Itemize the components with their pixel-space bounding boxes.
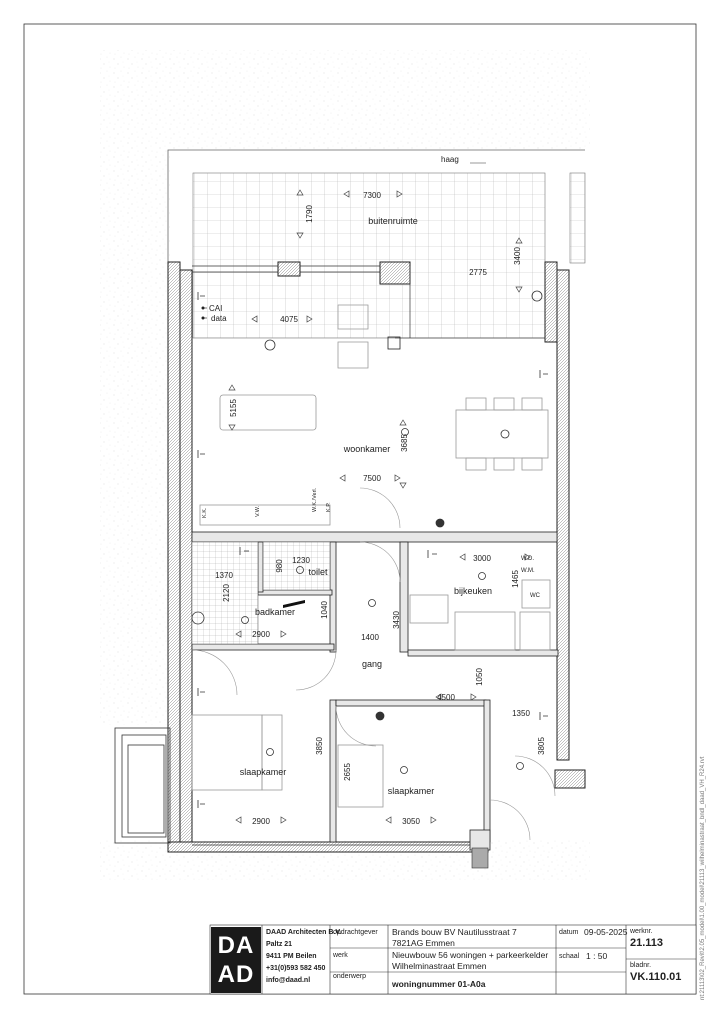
firm-email: info@daad.nl bbox=[266, 977, 311, 984]
dim-7300: 7300 bbox=[363, 191, 381, 200]
title-block-frame bbox=[209, 924, 697, 995]
sheet-label: bladnr. bbox=[630, 962, 652, 969]
client-line-2: 7821AG Emmen bbox=[392, 938, 455, 948]
job-number: 21.113 bbox=[630, 937, 664, 949]
dim-1350: 1350 bbox=[512, 709, 530, 718]
dim-7500: 7500 bbox=[363, 474, 381, 483]
date-label: datum bbox=[559, 929, 579, 936]
dim-3685: 3685 bbox=[400, 434, 409, 452]
label-data: data bbox=[211, 314, 227, 323]
room-label-badkamer: badkamer bbox=[255, 607, 295, 617]
work-label: werk bbox=[333, 952, 348, 959]
room-label-slaapkamer-1: slaapkamer bbox=[240, 767, 287, 777]
firm-name: DAAD Architecten B.V. bbox=[266, 929, 342, 936]
label-kk: K.K. bbox=[202, 507, 208, 518]
dim-3805: 3805 bbox=[537, 737, 546, 755]
dim-3050: 3050 bbox=[402, 817, 420, 826]
room-label-bijkeuken: bijkeuken bbox=[454, 586, 492, 596]
dim-1050: 1050 bbox=[475, 668, 484, 686]
date-value: 09-05-2025 bbox=[584, 927, 628, 937]
firm-address-1: Paltz 21 bbox=[266, 941, 293, 948]
label-vw: V.W. bbox=[255, 505, 261, 517]
light-fixtures bbox=[191, 290, 543, 774]
dim-1230: 1230 bbox=[292, 556, 310, 565]
client-line-1: Brands bouw BV Nautilusstraat 7 bbox=[392, 927, 517, 937]
dim-5155: 5155 bbox=[229, 399, 238, 417]
file-path-note: nt:21113\02_Revit\2.05_model\1.00_model\… bbox=[700, 756, 706, 1000]
dim-1370: 1370 bbox=[215, 571, 233, 580]
sheet-number: VK.110.01 bbox=[630, 971, 682, 983]
dim-3400: 3400 bbox=[513, 247, 522, 265]
label-wm: W.M. bbox=[521, 568, 535, 574]
client-label: opdrachtgever bbox=[333, 929, 378, 936]
subject-value: woningnummer 01-A0a bbox=[392, 979, 486, 989]
dim-3000: 3000 bbox=[473, 554, 491, 563]
dim-1040: 1040 bbox=[320, 601, 329, 619]
dim-4075: 4075 bbox=[280, 315, 298, 324]
exterior-walls bbox=[167, 261, 586, 853]
furniture bbox=[191, 304, 551, 808]
dim-4500: 4500 bbox=[437, 693, 455, 702]
work-line-2: Wilhelminastraat Emmen bbox=[392, 961, 487, 971]
job-label: werknr. bbox=[630, 928, 653, 935]
dim-980: 980 bbox=[275, 559, 284, 573]
terrace-tiles bbox=[192, 172, 546, 339]
firm-address-2: 9411 PM Beilen bbox=[266, 953, 317, 960]
work-line-1: Nieuwbouw 56 woningen + parkeerkelder bbox=[392, 950, 549, 960]
dim-1790: 1790 bbox=[305, 205, 314, 223]
dim-2900-bed: 2900 bbox=[252, 817, 270, 826]
dim-2900-bath: 2900 bbox=[252, 630, 270, 639]
dim-1465: 1465 bbox=[511, 570, 520, 588]
dim-3430: 3430 bbox=[392, 611, 401, 629]
scale-label: schaal bbox=[559, 953, 580, 960]
daad-logo: DA AD bbox=[211, 927, 261, 993]
scale-value: 1 : 50 bbox=[586, 951, 608, 961]
label-haag: haag bbox=[441, 155, 459, 164]
room-label-gang: gang bbox=[362, 659, 382, 669]
room-label-buitenruimte: buitenruimte bbox=[368, 216, 418, 226]
label-cai: CAI bbox=[209, 304, 222, 313]
dim-2120: 2120 bbox=[222, 584, 231, 602]
firm-phone: +31(0)593 582 450 bbox=[266, 965, 326, 972]
room-label-toilet: toilet bbox=[308, 567, 328, 577]
label-wk-verl: W.K./Verl. bbox=[312, 487, 318, 512]
label-kp: K.P. bbox=[326, 502, 332, 512]
subject-label: onderwerp bbox=[333, 973, 367, 980]
room-label-woonkamer: woonkamer bbox=[343, 444, 391, 454]
label-wd: W.D. bbox=[521, 556, 534, 562]
dim-3850: 3850 bbox=[315, 737, 324, 755]
label-wc: WC bbox=[530, 593, 541, 599]
dim-2655: 2655 bbox=[343, 763, 352, 781]
room-label-slaapkamer-2: slaapkamer bbox=[388, 786, 435, 796]
dim-1400: 1400 bbox=[361, 633, 379, 642]
interior-walls bbox=[191, 531, 559, 851]
dim-2775: 2775 bbox=[469, 268, 487, 277]
